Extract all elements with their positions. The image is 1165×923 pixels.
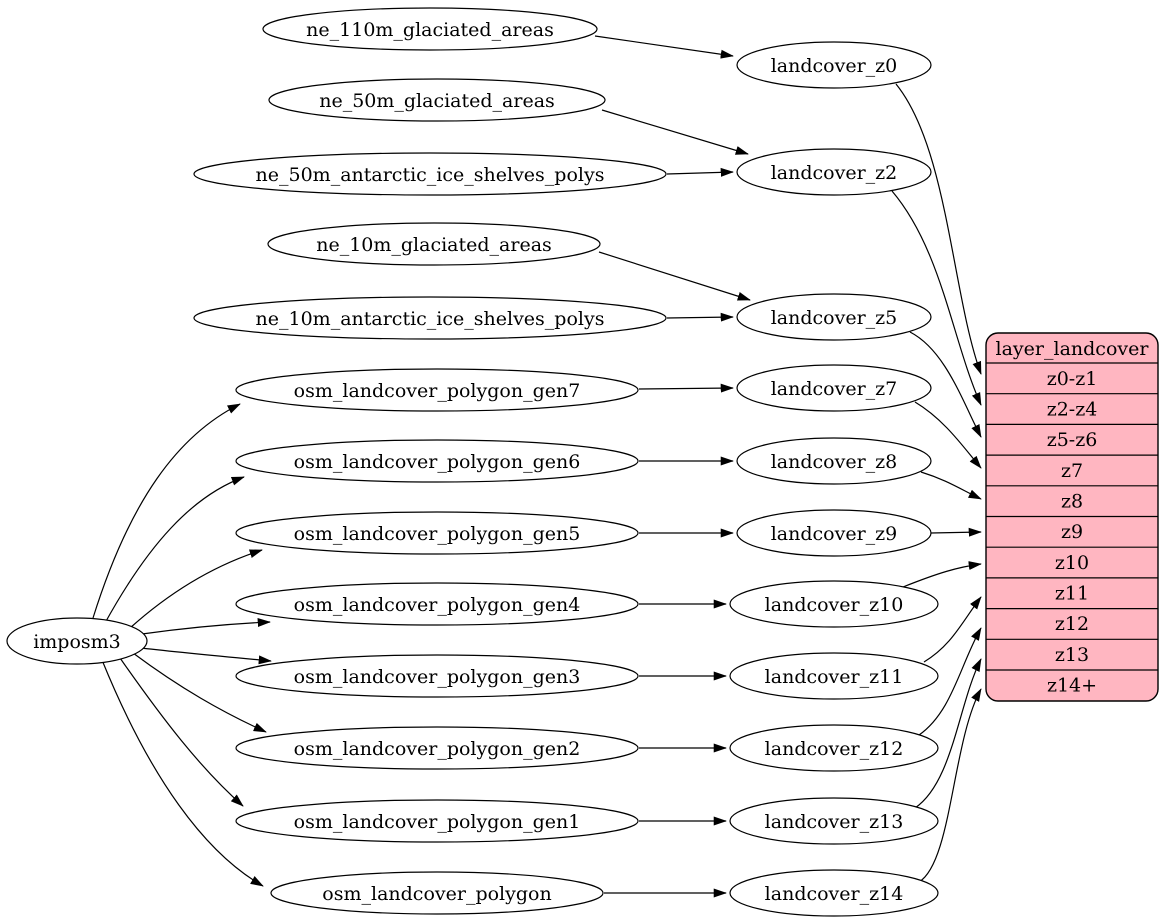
edge-ne110m-z0	[594, 35, 734, 59]
edge-z13-row-z13	[914, 658, 982, 809]
node-label: ne_50m_antarctic_ice_shelves_polys	[256, 164, 605, 186]
table-row-z12: z12	[1055, 613, 1089, 635]
table-row-z13: z13	[1055, 644, 1089, 666]
node-osm-landcover-polygon-gen2: osm_landcover_polygon_gen2	[235, 726, 639, 770]
edge-ne50m-z2	[601, 109, 749, 155]
node-label: ne_110m_glaciated_areas	[306, 19, 554, 41]
node-label: osm_landcover_polygon_gen3	[294, 666, 581, 688]
node-label: osm_landcover_polygon	[322, 883, 551, 905]
edge-z10-row-z10	[902, 561, 982, 588]
node-landcover-z10: landcover_z10	[729, 580, 939, 628]
table-row-z14: z14+	[1047, 675, 1097, 697]
node-label: osm_landcover_polygon_gen2	[294, 738, 581, 760]
edge-imposm3-gen1	[119, 657, 244, 807]
edge-imposm3-gen3	[140, 647, 272, 665]
table-row-z11: z11	[1055, 583, 1089, 605]
node-osm-landcover-polygon-gen3: osm_landcover_polygon_gen3	[235, 654, 639, 698]
edge-imposm3-gen2	[132, 652, 267, 733]
node-ne-110m-glaciated-areas: ne_110m_glaciated_areas	[262, 7, 598, 51]
node-ne-10m-antarctic-ice-shelves-polys: ne_10m_antarctic_ice_shelves_polys	[193, 296, 667, 340]
edge-z7-row-z7	[914, 401, 982, 469]
node-label: landcover_z7	[771, 378, 898, 400]
node-osm-landcover-polygon-gen4: osm_landcover_polygon_gen4	[235, 582, 639, 626]
node-label: landcover_z14	[765, 883, 904, 905]
edge-gen7-z7	[638, 383, 734, 393]
node-label: osm_landcover_polygon_gen4	[294, 594, 581, 616]
node-label: landcover_z12	[765, 738, 904, 760]
table-layer-landcover: layer_landcover z0-z1 z2-z4 z5-z6 z7 z8 …	[985, 332, 1159, 702]
edge-z9-row-z9	[930, 527, 982, 537]
node-landcover-z12: landcover_z12	[729, 724, 939, 772]
edge-z5-row-z5z6	[909, 331, 982, 438]
table-row-z10: z10	[1055, 552, 1089, 574]
node-label: osm_landcover_polygon_gen1	[294, 811, 581, 833]
node-label: landcover_z2	[771, 162, 898, 184]
table-row-z0z1: z0-z1	[1047, 368, 1098, 390]
node-label: osm_landcover_polygon_gen5	[294, 523, 581, 545]
node-landcover-z7: landcover_z7	[736, 364, 932, 412]
node-label: landcover_z8	[771, 451, 898, 473]
node-landcover-z13: landcover_z13	[729, 797, 939, 845]
node-osm-landcover-polygon: osm_landcover_polygon	[270, 871, 604, 915]
edge-ne10m-shelves-z5	[666, 312, 734, 322]
node-landcover-z8: landcover_z8	[736, 437, 932, 485]
node-label: landcover_z10	[765, 594, 904, 616]
node-label: landcover_z13	[765, 811, 904, 833]
node-label: ne_10m_glaciated_areas	[316, 234, 552, 256]
edge-imposm3-polygon	[101, 659, 264, 887]
node-label: landcover_z5	[771, 307, 898, 329]
table-row-z8: z8	[1061, 491, 1083, 513]
node-landcover-z2: landcover_z2	[736, 148, 932, 196]
edge-imposm3-gen5	[129, 549, 263, 629]
edge-z2-row-z2z4	[891, 190, 982, 406]
edge-imposm3-gen4	[141, 618, 271, 635]
node-osm-landcover-polygon-gen7: osm_landcover_polygon_gen7	[235, 368, 639, 412]
node-imposm3: imposm3	[6, 617, 148, 665]
node-landcover-z5: landcover_z5	[736, 293, 932, 341]
table-title: layer_landcover	[996, 338, 1150, 360]
node-label: landcover_z11	[765, 666, 904, 688]
edge-ne50m-shelves-z2	[666, 167, 734, 177]
node-label: ne_10m_antarctic_ice_shelves_polys	[256, 308, 605, 330]
node-landcover-z14: landcover_z14	[729, 869, 939, 917]
node-landcover-z0: landcover_z0	[736, 41, 932, 89]
edge-imposm3-gen7	[92, 403, 241, 619]
node-ne-50m-antarctic-ice-shelves-polys: ne_50m_antarctic_ice_shelves_polys	[193, 152, 667, 196]
table-row-z7: z7	[1061, 460, 1083, 482]
node-ne-10m-glaciated-areas: ne_10m_glaciated_areas	[267, 222, 601, 266]
node-osm-landcover-polygon-gen1: osm_landcover_polygon_gen1	[235, 799, 639, 843]
node-label: osm_landcover_polygon_gen6	[294, 451, 581, 473]
node-label: imposm3	[33, 631, 121, 653]
edge-group	[92, 35, 982, 898]
node-label: ne_50m_glaciated_areas	[319, 90, 555, 112]
node-label: landcover_z0	[771, 55, 898, 77]
edge-z0-row-z0z1	[895, 83, 982, 375]
node-osm-landcover-polygon-gen6: osm_landcover_polygon_gen6	[235, 439, 639, 483]
table-row-z2z4: z2-z4	[1047, 399, 1098, 421]
edge-z8-row-z8	[920, 471, 982, 500]
node-label: landcover_z9	[771, 523, 898, 545]
edge-ne10m-z5	[598, 251, 751, 301]
node-landcover-z9: landcover_z9	[736, 509, 932, 557]
node-landcover-z11: landcover_z11	[729, 652, 939, 700]
edge-z14-row-z14	[918, 688, 982, 883]
edge-imposm3-gen6	[104, 476, 245, 624]
table-row-z5z6: z5-z6	[1047, 429, 1098, 451]
node-label: osm_landcover_polygon_gen7	[294, 380, 581, 402]
node-ne-50m-glaciated-areas: ne_50m_glaciated_areas	[268, 78, 606, 122]
edge-z12-row-z12	[918, 627, 982, 736]
table-row-z9: z9	[1061, 521, 1083, 543]
node-osm-landcover-polygon-gen5: osm_landcover_polygon_gen5	[235, 511, 639, 555]
edge-z11-row-z11	[923, 596, 982, 663]
